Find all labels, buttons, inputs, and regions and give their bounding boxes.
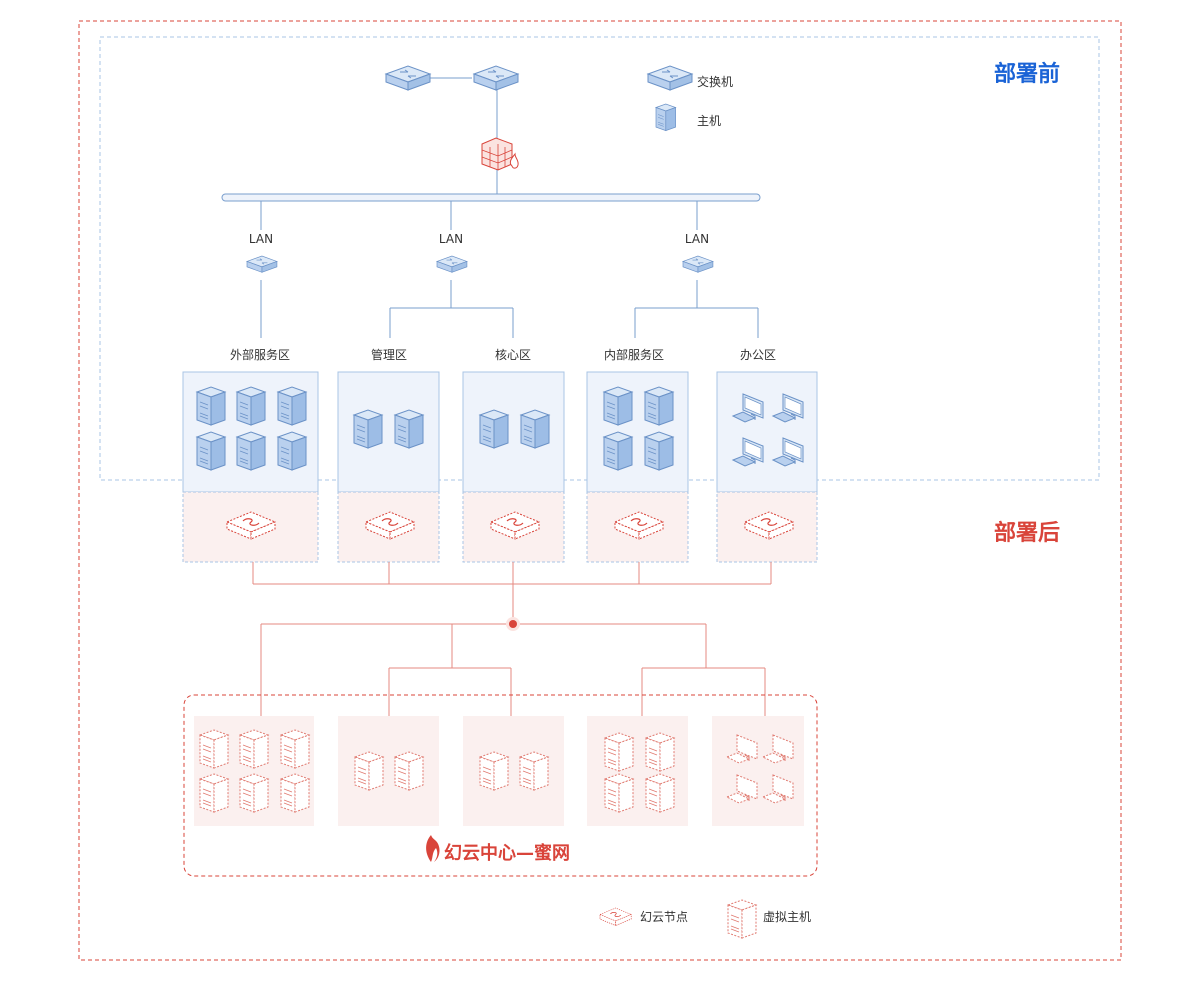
firewall-icon	[481, 137, 519, 171]
lan-links	[260, 201, 759, 338]
legend-virtual-host-label: 虚拟主机	[763, 910, 811, 924]
honeynet-links	[252, 562, 772, 716]
internal-server-icon	[603, 431, 633, 471]
core-switch-2-icon	[473, 65, 519, 91]
honeynet-group-internal	[587, 716, 688, 826]
legend-node-icon	[599, 907, 632, 926]
zone-label-core: 核心区	[495, 348, 531, 362]
legend-host-label: 主机	[697, 114, 721, 128]
core-server-icon	[479, 409, 509, 449]
virtual-host-icon	[354, 751, 384, 791]
external-server-icon	[196, 386, 226, 426]
virtual-host-icon	[604, 732, 634, 772]
virtual-host-icon	[479, 751, 509, 791]
lan-switch-3-icon	[682, 255, 714, 273]
core-switch-1-icon	[385, 65, 431, 91]
virtual-host-icon	[604, 773, 634, 813]
virtual-host-icon	[239, 773, 269, 813]
lan-label-2: LAN	[439, 232, 463, 246]
external-server-icon	[236, 431, 266, 471]
external-server-icon	[277, 431, 307, 471]
legend-host-icon	[655, 103, 676, 131]
virtual-host-icon	[239, 729, 269, 769]
title-before: 部署前	[994, 61, 1060, 87]
backbone-bus	[221, 193, 761, 202]
honeynet-group-management	[338, 716, 439, 826]
honeynet-group-office	[712, 716, 804, 826]
virtual-host-icon	[519, 751, 549, 791]
honeynet-container	[183, 694, 818, 877]
honeynet-title: 幻云中心—蜜网	[444, 842, 570, 864]
virtual-host-icon	[645, 732, 675, 772]
management-server-icon	[353, 409, 383, 449]
internal-server-icon	[644, 386, 674, 426]
internal-server-icon	[644, 431, 674, 471]
core-server-icon	[520, 409, 550, 449]
legend-node-label: 幻云节点	[640, 910, 688, 924]
zone-label-office: 办公区	[740, 347, 776, 362]
virtual-host-icon	[280, 773, 310, 813]
external-server-icon	[277, 386, 307, 426]
virtual-host-icon	[645, 773, 675, 813]
management-server-icon	[394, 409, 424, 449]
zone-label-external: 外部服务区	[230, 347, 290, 362]
lan-switch-1-icon	[246, 255, 278, 273]
honeynet-group-core	[463, 716, 564, 826]
zone-label-internal: 内部服务区	[604, 347, 664, 362]
lan-label-1: LAN	[249, 232, 273, 246]
virtual-host-icon	[280, 729, 310, 769]
title-after: 部署后	[994, 520, 1060, 546]
internal-server-icon	[603, 386, 633, 426]
virtual-host-icon	[199, 773, 229, 813]
virtual-host-icon	[199, 729, 229, 769]
lan-switch-2-icon	[436, 255, 468, 273]
after-frame	[78, 20, 1122, 961]
external-server-icon	[236, 386, 266, 426]
legend-virtual-host-icon	[727, 899, 757, 939]
legend-switch-icon	[647, 65, 693, 91]
flame-logo-icon	[426, 835, 440, 862]
lan-label-3: LAN	[685, 232, 709, 246]
external-server-icon	[196, 431, 226, 471]
zone-label-management: 管理区	[371, 347, 407, 362]
legend-switch-label: 交换机	[697, 74, 733, 89]
hub-dot	[509, 620, 517, 628]
virtual-host-icon	[394, 751, 424, 791]
